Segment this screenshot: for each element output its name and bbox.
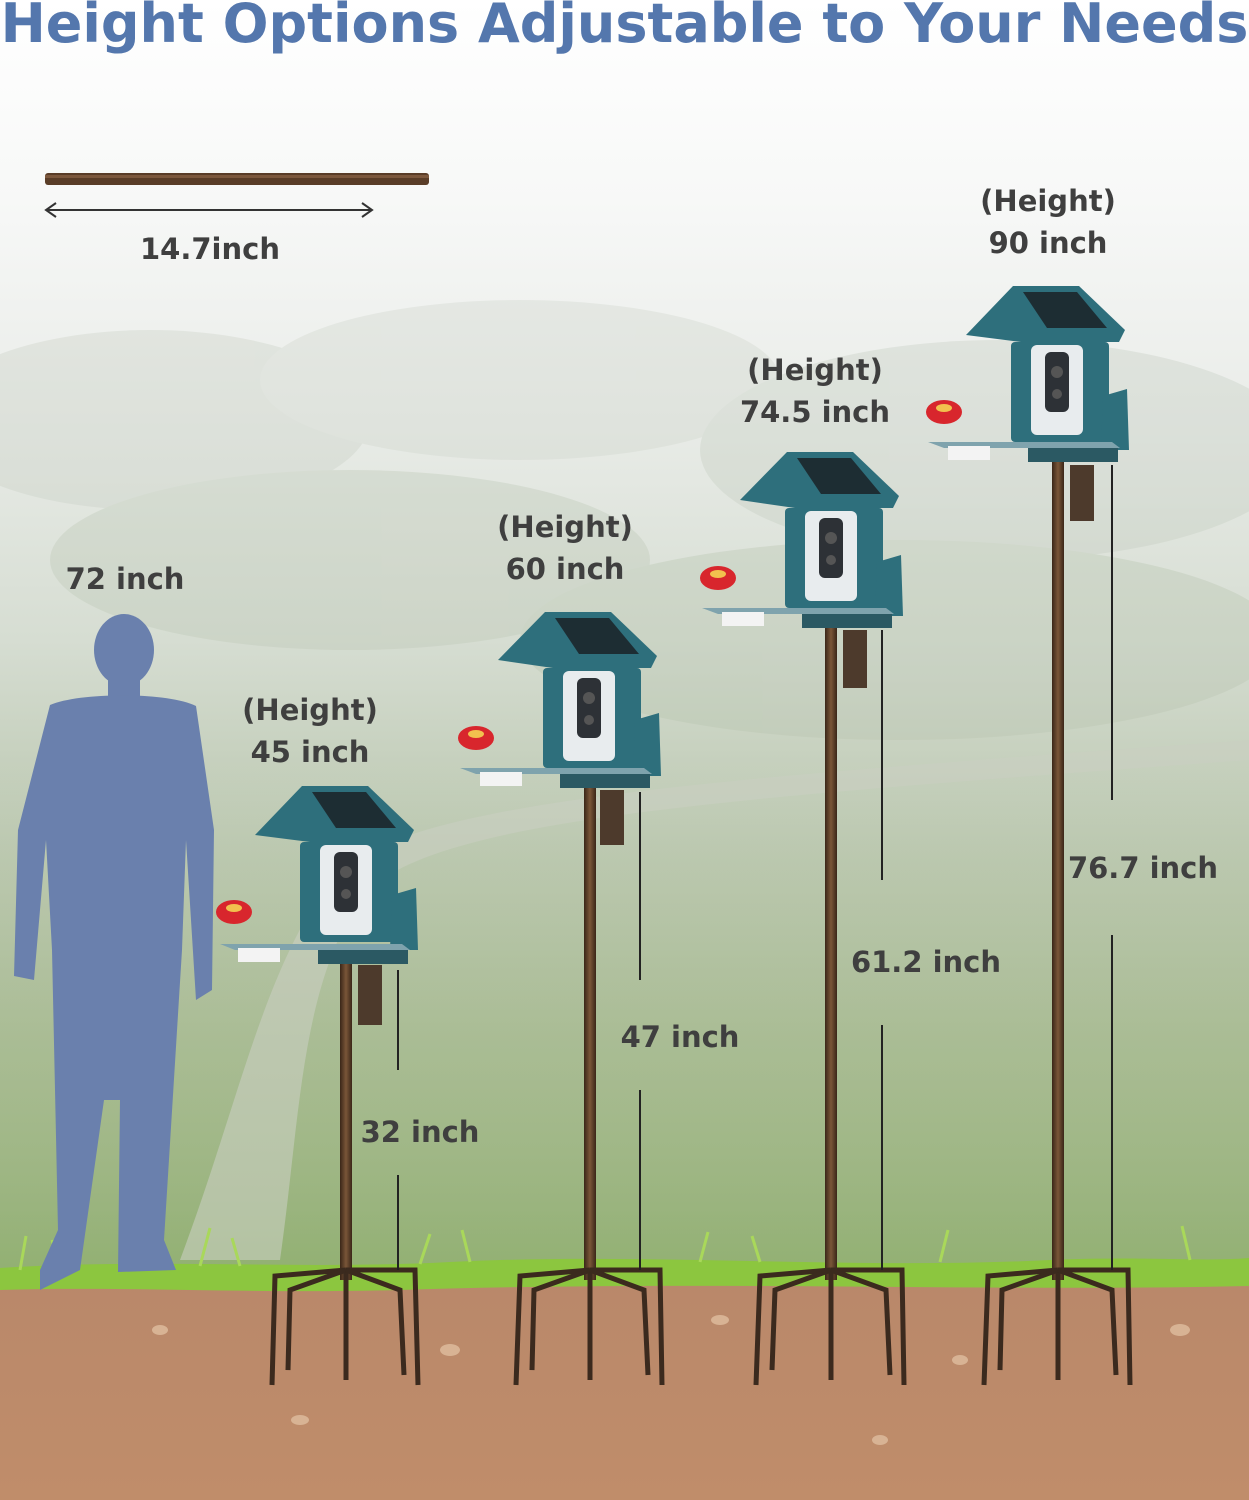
feeder-stand-45 [216,786,421,1386]
height-option-3: (Height) 74.5 inch [705,349,925,433]
pole-length-label-4: 76.7 inch [1067,851,1219,885]
feeder-stand-60 [458,612,665,1386]
pole-length-label-1: 32 inch [360,1115,480,1149]
rod-length-label: 14.7inch [140,232,280,266]
bird-feeder [926,286,1129,462]
rod-diagram [44,173,429,218]
soil-ground [0,1278,1249,1500]
height-value: 90 inch [988,226,1108,260]
height-caption: (Height) [980,184,1116,218]
bird-feeder [216,786,418,964]
height-value: 74.5 inch [739,395,891,429]
rod-dimension-arrow [44,202,374,218]
pole-joint [843,630,867,688]
height-caption: (Height) [242,693,378,727]
pole [1052,460,1064,1280]
feeder-stand-90 [926,286,1133,1386]
pole-joint [358,965,382,1025]
pole-length-label-2: 47 inch [620,1020,740,1054]
height-caption: (Height) [497,510,633,544]
height-option-1: (Height) 45 inch [210,689,410,773]
pole [584,785,596,1280]
person-height-label: 72 inch [65,562,185,596]
height-option-2: (Height) 60 inch [465,506,665,590]
ground-stake [513,1267,665,1386]
ground-stake [981,1267,1133,1386]
ground-stake [753,1267,907,1386]
bird-feeder [458,612,661,788]
soil-pebbles [152,1315,1190,1445]
height-value: 45 inch [250,735,370,769]
height-value: 60 inch [505,552,625,586]
pole [825,625,837,1280]
bird-feeder [700,452,903,628]
feeder-stand-74-5 [700,452,907,1386]
ground-stake [269,1267,421,1386]
pole-length-label-3: 61.2 inch [850,945,1002,979]
page-title: Height Options Adjustable to Your Needs [0,0,1249,55]
pole-joint [1070,465,1094,521]
pole-joint [600,790,624,845]
pole [340,960,352,1280]
height-caption: (Height) [747,353,883,387]
height-option-4: (Height) 90 inch [948,180,1148,264]
